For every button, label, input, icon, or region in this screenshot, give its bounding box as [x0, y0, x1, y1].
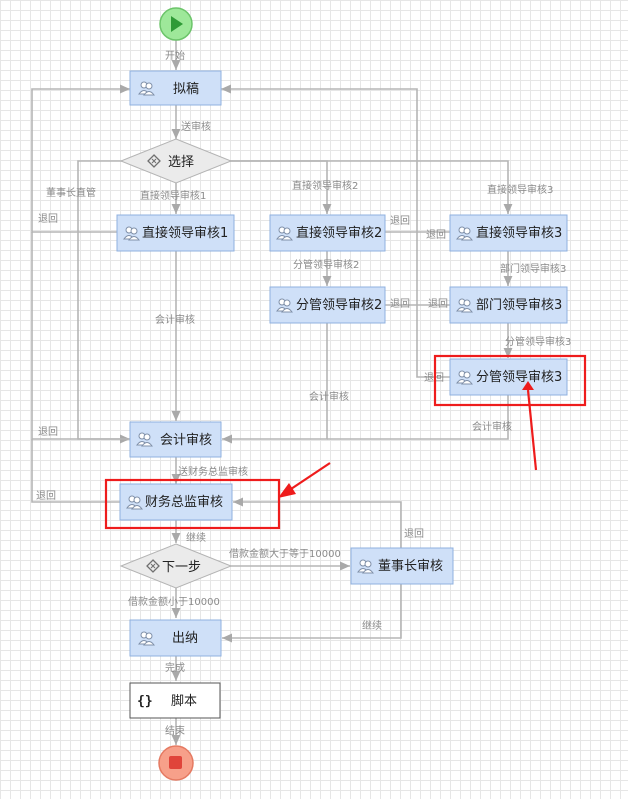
node-accounting-label: 会计审核: [160, 433, 212, 448]
label-script-end: 结束: [165, 724, 185, 737]
node-script[interactable]: {} 脚本: [129, 682, 221, 719]
decision-choose-label: 选择: [168, 155, 194, 170]
label-start-draft: 开始: [165, 49, 185, 62]
node-charge3-label: 分管领导审核3: [476, 370, 562, 385]
label-direct2-charge2: 分管领导审核2: [293, 258, 359, 271]
label-direct3-dept3: 部门领导审核3: [500, 262, 566, 275]
braces-icon: {}: [137, 694, 153, 709]
edge-return-accounting: [31, 232, 130, 440]
red-arrowhead-up: [522, 381, 534, 390]
label-chairman-return: 退回: [404, 528, 424, 540]
label-return-direct1: 退回: [38, 213, 58, 225]
label-return-direct3: 退回: [426, 229, 446, 241]
highlight-box-cfo: [104, 478, 281, 530]
node-direct2-label: 直接领导审核2: [296, 225, 382, 241]
label-return-accounting: 退回: [38, 426, 58, 438]
label-charge2-accounting: 会计审核: [309, 390, 349, 403]
node-direct3-label: 直接领导审核3: [476, 225, 562, 241]
label-return-dept3: 退回: [428, 298, 448, 310]
edge-charge2-accounting: [222, 323, 328, 444]
node-direct1-label: 直接领导审核1: [142, 225, 228, 241]
edge-charge3-accounting: [327, 395, 509, 440]
node-direct2[interactable]: 直接领导审核2: [269, 214, 386, 252]
node-script-label: 脚本: [171, 693, 197, 709]
label-direct1-accounting: 会计审核: [155, 313, 195, 326]
edges: [31, 40, 513, 745]
node-cfo-label: 财务总监审核: [145, 494, 223, 510]
node-charge2[interactable]: 分管领导审核2: [269, 286, 386, 324]
node-cfo[interactable]: 财务总监审核: [119, 483, 233, 521]
play-icon: [171, 16, 183, 32]
highlight-box-charge3: [433, 354, 587, 407]
label-return-cfo: 退回: [36, 490, 56, 502]
label-return-direct2: 退回: [390, 215, 410, 227]
label-cfo-next: 继续: [186, 531, 206, 544]
node-charge2-label: 分管领导审核2: [296, 298, 382, 313]
decision-next-label: 下一步: [162, 560, 201, 575]
label-choose-direct1: 直接领导审核1: [140, 189, 206, 202]
label-next-chairman: 借款金额大于等于10000: [229, 547, 341, 560]
stop-icon: [169, 756, 182, 769]
node-draft[interactable]: 拟稿: [129, 70, 222, 106]
node-chairman-label: 董事长审核: [378, 559, 443, 574]
edge-chairman-return: [233, 497, 402, 548]
edge-choose-direct3: [230, 160, 513, 214]
edge-return-direct2: [221, 84, 418, 233]
edge-labels: 开始 送审核 董事长直管 直接领导审核1 直接领导审核2 直接领导审核3 退回 …: [36, 49, 571, 737]
label-dept3-charge3: 分管领导审核3: [505, 335, 571, 348]
node-chairman[interactable]: 董事长审核: [350, 547, 454, 585]
red-arrow-up: [526, 389, 538, 471]
label-draft-choose: 送审核: [181, 120, 211, 133]
red-arrow-left: [290, 462, 331, 490]
label-return-charge2: 退回: [390, 298, 410, 310]
node-draft-label: 拟稿: [173, 81, 199, 97]
edge-choose-accounting: [77, 160, 130, 444]
label-chairman-direct: 董事长直管: [46, 186, 96, 199]
decision-choose[interactable]: 选择: [119, 138, 233, 184]
label-chairman-cashier: 继续: [362, 619, 382, 632]
edge-return-direct1: [31, 84, 130, 233]
node-cashier-label: 出纳: [172, 631, 198, 646]
label-accounting-cfo: 送财务总监审核: [178, 465, 248, 478]
label-next-cashier: 借款金额小于10000: [128, 595, 220, 608]
label-choose-direct3: 直接领导审核3: [487, 183, 553, 196]
label-cashier-script: 完成: [165, 661, 185, 674]
node-cashier[interactable]: 出纳: [129, 619, 222, 657]
node-dept3[interactable]: 部门领导审核3: [449, 286, 568, 324]
node-charge3[interactable]: 分管领导审核3: [449, 358, 568, 396]
highlight-annotations: [104, 354, 587, 530]
node-direct1[interactable]: 直接领导审核1: [116, 214, 235, 252]
node-dept3-label: 部门领导审核3: [476, 298, 562, 313]
start-node[interactable]: [159, 7, 193, 41]
red-arrowhead-left: [278, 483, 296, 498]
edge-return-charge3: [416, 232, 450, 378]
decision-next[interactable]: 下一步: [119, 543, 233, 589]
edge-return-cfo: [31, 439, 120, 503]
node-accounting[interactable]: 会计审核: [129, 421, 222, 458]
label-choose-direct2: 直接领导审核2: [292, 179, 358, 192]
node-direct3[interactable]: 直接领导审核3: [449, 214, 568, 252]
label-charge3-accounting: 会计审核: [472, 420, 512, 433]
edge-chairman-cashier: [222, 584, 402, 643]
end-node[interactable]: [158, 745, 194, 781]
